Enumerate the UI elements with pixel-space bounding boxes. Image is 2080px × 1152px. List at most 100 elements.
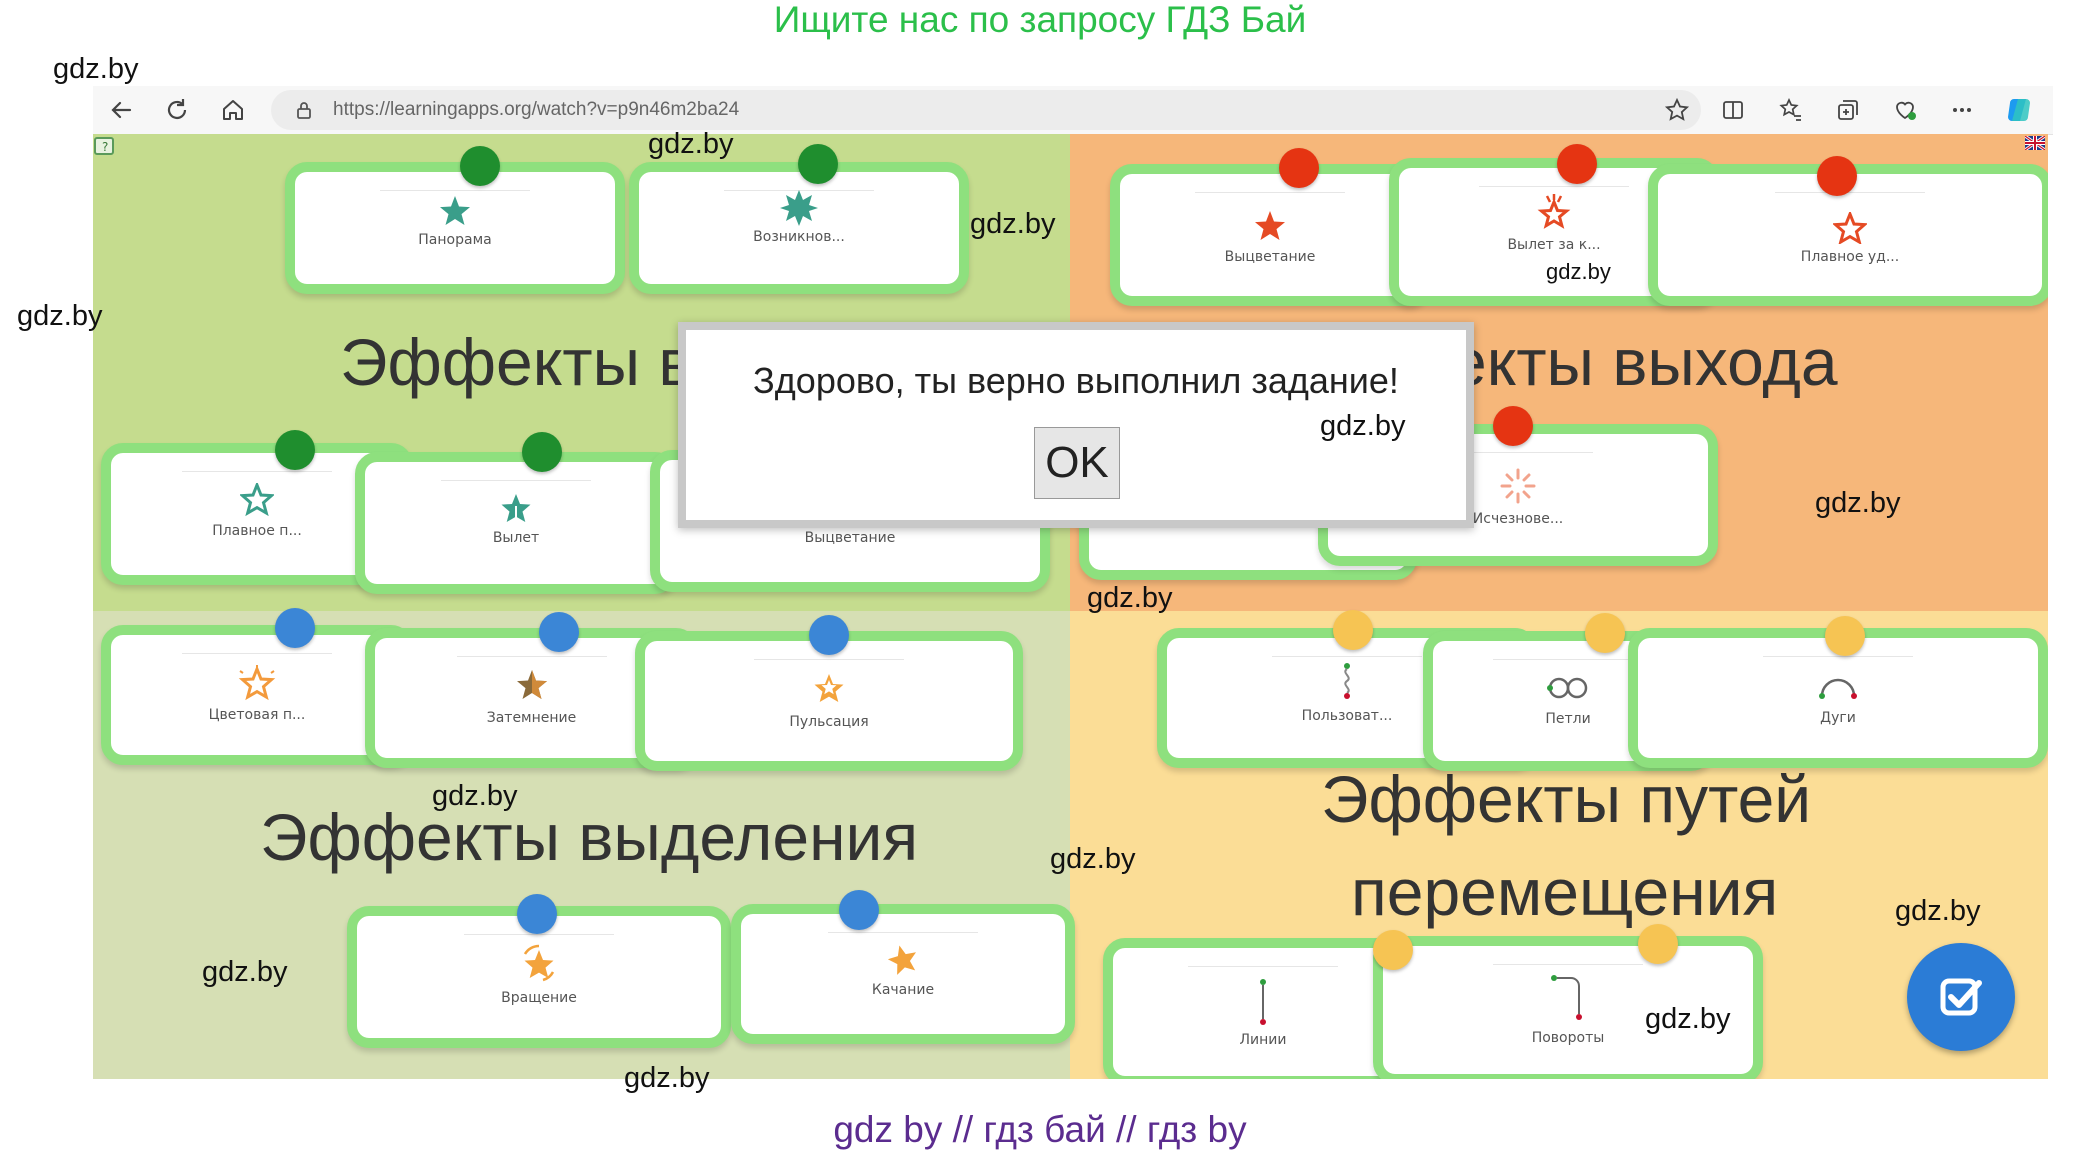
copilot-icon[interactable] [2001,92,2037,128]
card-pin [517,894,557,934]
effect-card-panorama[interactable]: Панорама [285,162,625,294]
card-pin [1279,148,1319,188]
sparkle-icon [238,665,276,701]
address-bar[interactable]: https://learningapps.org/watch?v=p9n46m2… [271,90,1701,130]
card-label: Дуги [1820,710,1856,726]
url-text: https://learningapps.org/watch?v=p9n46m2… [333,99,740,120]
card-label: Пользоват... [1301,708,1393,724]
effect-card-fade-out[interactable]: Выцветание [1110,164,1430,306]
watermark: gdz.by [1815,487,1901,519]
zone-title-emphasis: Эффекты выделения [260,800,919,874]
collections-icon[interactable] [1830,92,1866,128]
star-pulse-icon [814,674,844,702]
dialog-message: Здорово, ты верно выполнил задание! [753,360,1399,401]
watermark: gdz.by [648,128,734,160]
top-banner: Ищите нас по запросу ГДЗ Бай [773,0,1307,40]
watermark: gdz.by [1895,895,1981,927]
card-pin [1638,924,1678,964]
watermark: gdz.by [1320,410,1406,442]
more-icon[interactable] [1944,92,1980,128]
card-label: Возникнов... [753,229,845,245]
star-teeter-icon [887,945,917,975]
watermark: gdz.by [432,780,518,812]
favorites-icon[interactable] [1773,92,1809,128]
watermark: gdz.by [1645,1003,1731,1035]
star-fly-out-icon [1537,194,1571,229]
card-label: Панорама [418,232,492,248]
card-label: Затемнение [486,710,577,726]
card-pin [1585,613,1625,653]
card-pin [1557,144,1597,184]
card-pin [809,615,849,655]
arcs-icon [1819,678,1857,699]
watermark: gdz.by [1050,843,1136,875]
card-label: Плавное уд... [1800,249,1900,265]
card-label: Выцветание [804,530,896,546]
card-pin [1825,616,1865,656]
check-icon [1940,978,1982,1016]
effect-card-appear[interactable]: Возникнов... [629,162,969,294]
card-pin [460,146,500,186]
learningapps-board: ? Эффекты в екты выхода Эффекты выделени… [93,134,2048,1079]
svg-text:?: ? [102,140,108,154]
burst-icon [1500,468,1536,504]
card-label: Цветовая п... [208,707,306,723]
lock-icon[interactable] [293,99,315,121]
language-flag-icon[interactable] [2025,136,2045,150]
ok-button[interactable]: OK [1034,427,1120,499]
reading-view-icon[interactable] [1715,92,1751,128]
effect-card-turns[interactable]: Повороты [1373,936,1763,1079]
star-fly-icon [501,494,531,524]
effect-card-teeter[interactable]: Качание [731,904,1075,1044]
watermark: gdz.by [1546,259,1611,284]
watermark: gdz.by [17,300,103,332]
card-label: Качание [871,982,935,998]
line-path-icon [1260,979,1266,1025]
zone-title-paths-1: Эффекты путей [1321,762,1812,836]
check-answers-button[interactable] [1907,943,2015,1051]
turn-path-icon [1551,975,1582,1020]
card-pin [539,612,579,652]
card-label: Повороты [1531,1030,1605,1046]
zone-title-paths-2: перемещения [1351,855,1779,929]
watermark: gdz.by [202,956,288,988]
card-pin [1817,156,1857,196]
card-label: Линии [1239,1032,1287,1048]
card-label: Выцветание [1224,249,1316,265]
favorite-star-icon[interactable] [1659,92,1695,128]
effect-card-fly-in[interactable]: Вылет [355,452,677,594]
browser-toolbar: https://learningapps.org/watch?v=p9n46m2… [93,86,2053,135]
star-outline-icon [1833,212,1867,244]
starburst-icon [780,190,818,226]
zone-title-entrance: Эффекты в [340,325,694,399]
card-label: Вылет [492,530,540,546]
zone-title-exit: екты выхода [1450,325,1838,399]
help-icon[interactable]: ? [93,136,119,158]
card-label: Вращение [501,990,577,1006]
effect-card-color-pulse[interactable]: Цветовая п... [101,625,413,765]
bottom-banner: gdz by // гдз бай // гдз by [833,1109,1247,1150]
watermark: gdz.by [624,1062,710,1094]
effect-card-lines[interactable]: Линии [1103,938,1423,1079]
reload-icon[interactable] [159,92,195,128]
card-pin [522,432,562,472]
star-outline-icon [240,483,274,517]
card-pin [1373,930,1413,970]
back-icon[interactable] [103,92,139,128]
card-label: Плавное п... [212,523,302,539]
star-icon [516,670,547,699]
card-pin [275,430,315,470]
watermark: gdz.by [53,53,139,85]
card-label: Исчезнове... [1472,511,1564,527]
card-pin [275,608,315,648]
browser-essentials-icon[interactable] [1887,92,1923,128]
star-icon [1255,211,1285,240]
watermark: gdz.by [970,208,1056,240]
watermark: gdz.by [1087,582,1173,614]
custom-path-icon [1344,663,1350,699]
card-label: Петли [1545,711,1591,727]
home-icon[interactable] [215,92,251,128]
star-spin-icon [523,944,555,982]
card-pin [1333,610,1373,650]
star-icon [440,196,470,225]
